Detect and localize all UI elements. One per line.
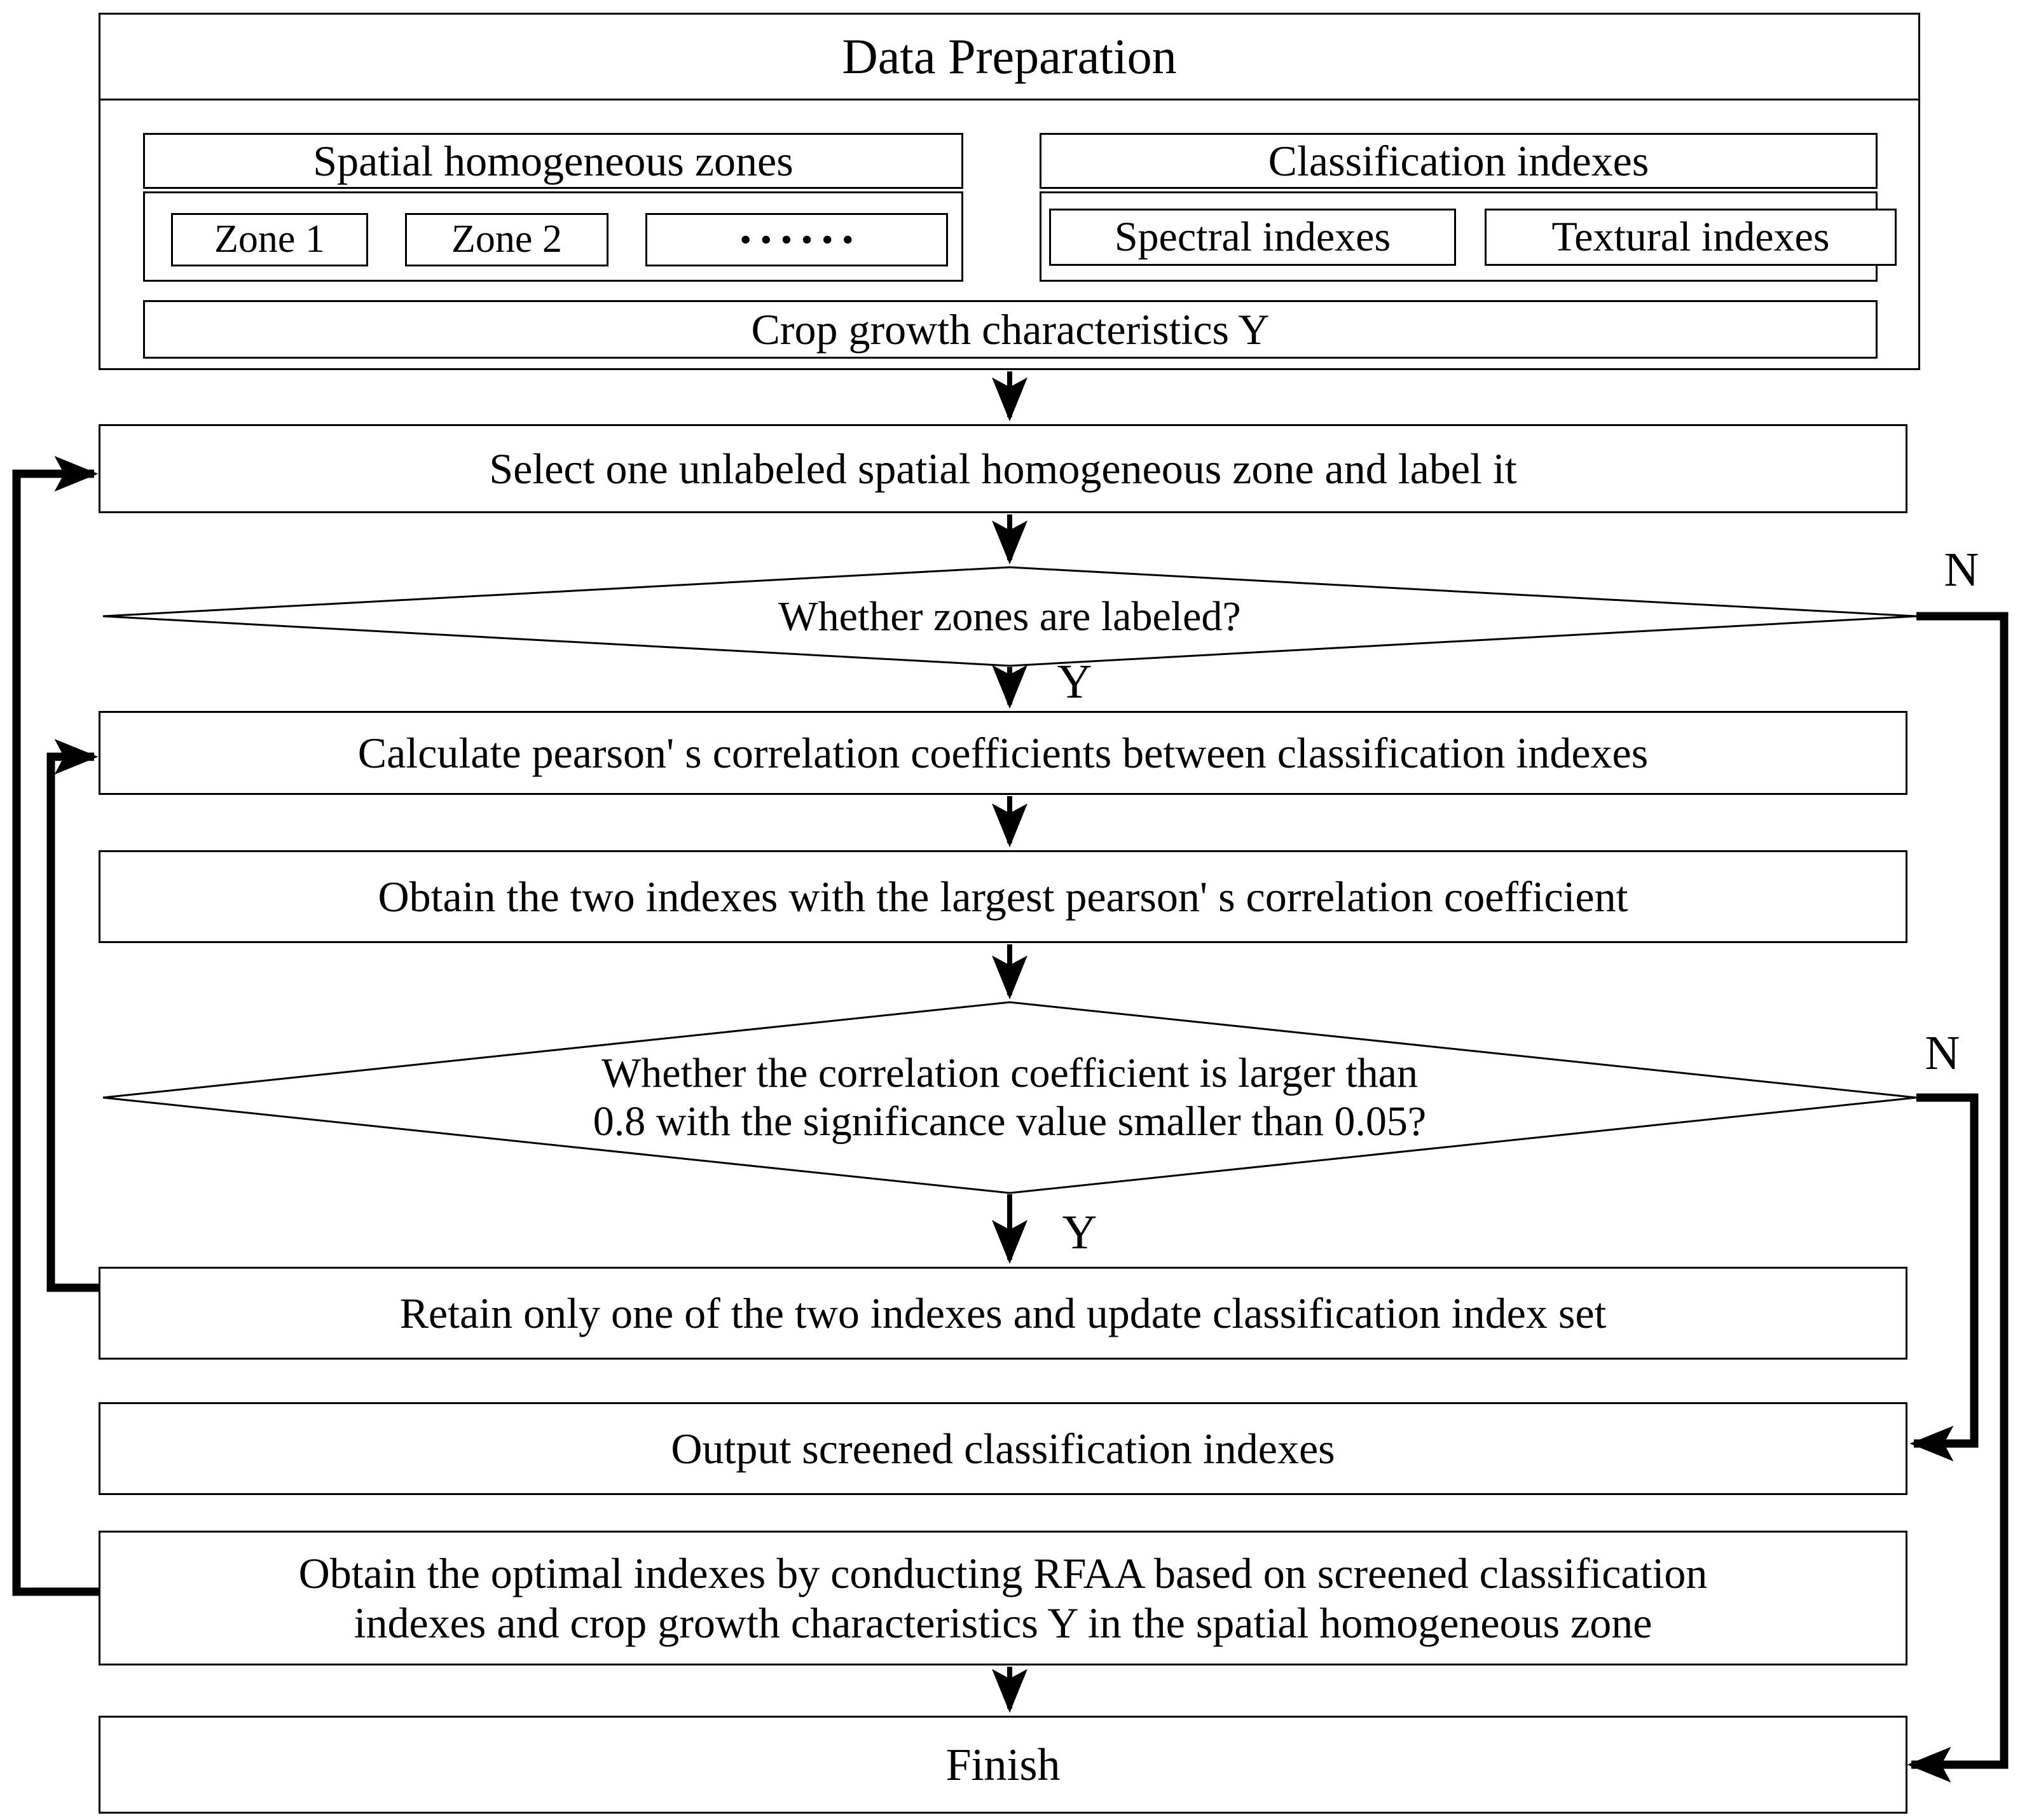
spatial-zones-title-text: Spatial homogeneous zones	[313, 136, 794, 185]
finish-text: Finish	[945, 1739, 1061, 1790]
data-preparation-title: Data Preparation	[100, 15, 1918, 100]
select-zone-text: Select one unlabeled spatial homogeneous…	[489, 444, 1517, 493]
no-label-decision2: N	[1901, 1025, 1984, 1082]
rfaa-line1: Obtain the optimal indexes by conducting…	[298, 1548, 1708, 1597]
decision1-label: Whether zones are labeled?	[778, 593, 1241, 640]
loop-rfaa-to-select	[12, 456, 99, 1596]
branch-no-decision1-to-finish	[1907, 612, 2009, 1782]
branch-no-decision2-to-output	[1909, 1093, 1979, 1461]
decision1-text: Whether zones are labeled?	[374, 593, 1646, 640]
crop-growth-text: Crop growth characteristics Y	[751, 305, 1270, 354]
yes2-text: Y	[1062, 1206, 1097, 1260]
classification-title-box: Classification indexes	[1040, 133, 1878, 189]
obtain-two-indexes-text: Obtain the two indexes with the largest …	[378, 872, 1628, 921]
retain-index-text: Retain only one of the two indexes and u…	[399, 1288, 1607, 1337]
zone1-text: Zone 1	[214, 217, 325, 261]
decision2-text: Whether the correlation coefficient is l…	[374, 1048, 1646, 1147]
finish-box: Finish	[99, 1716, 1907, 1814]
obtain-two-indexes-box: Obtain the two indexes with the largest …	[99, 850, 1907, 943]
zone1-box: Zone 1	[171, 213, 368, 266]
output-indexes-box: Output screened classification indexes	[99, 1402, 1907, 1495]
zones-ellipsis-box: ••••••	[645, 213, 948, 266]
classification-title-text: Classification indexes	[1268, 136, 1649, 185]
calculate-correlation-text: Calculate pearson' s correlation coeffic…	[357, 728, 1649, 777]
decision2-line2: 0.8 with the significance value smaller …	[593, 1098, 1427, 1145]
crop-growth-box: Crop growth characteristics Y	[143, 300, 1878, 359]
rfaa-box: Obtain the optimal indexes by conducting…	[99, 1531, 1907, 1665]
spatial-zones-title-box: Spatial homogeneous zones	[143, 133, 963, 189]
no-label-decision1: N	[1920, 542, 2003, 599]
calculate-correlation-box: Calculate pearson' s correlation coeffic…	[99, 711, 1907, 795]
spectral-indexes-text: Spectral indexes	[1114, 214, 1391, 261]
spectral-indexes-box: Spectral indexes	[1049, 209, 1456, 266]
yes-label-decision1: Y	[1036, 654, 1113, 711]
textural-indexes-box: Textural indexes	[1485, 209, 1897, 266]
loop-retain-to-calculate	[46, 739, 99, 1292]
yes-label-decision2: Y	[1041, 1204, 1118, 1262]
retain-index-box: Retain only one of the two indexes and u…	[99, 1267, 1907, 1360]
yes1-text: Y	[1057, 655, 1092, 709]
zone2-text: Zone 2	[451, 217, 562, 261]
rfaa-line2: indexes and crop growth characteristics …	[354, 1599, 1652, 1647]
zones-ellipsis-dots: ••••••	[740, 223, 863, 256]
output-indexes-text: Output screened classification indexes	[671, 1424, 1335, 1473]
no2-text: N	[1925, 1026, 1960, 1080]
data-preparation-title-text: Data Preparation	[842, 29, 1177, 85]
textural-indexes-text: Textural indexes	[1551, 214, 1830, 261]
zone2-box: Zone 2	[405, 213, 608, 266]
select-zone-box: Select one unlabeled spatial homogeneous…	[99, 424, 1907, 513]
no1-text: N	[1944, 543, 1979, 597]
decision2-line1: Whether the correlation coefficient is l…	[601, 1050, 1418, 1097]
